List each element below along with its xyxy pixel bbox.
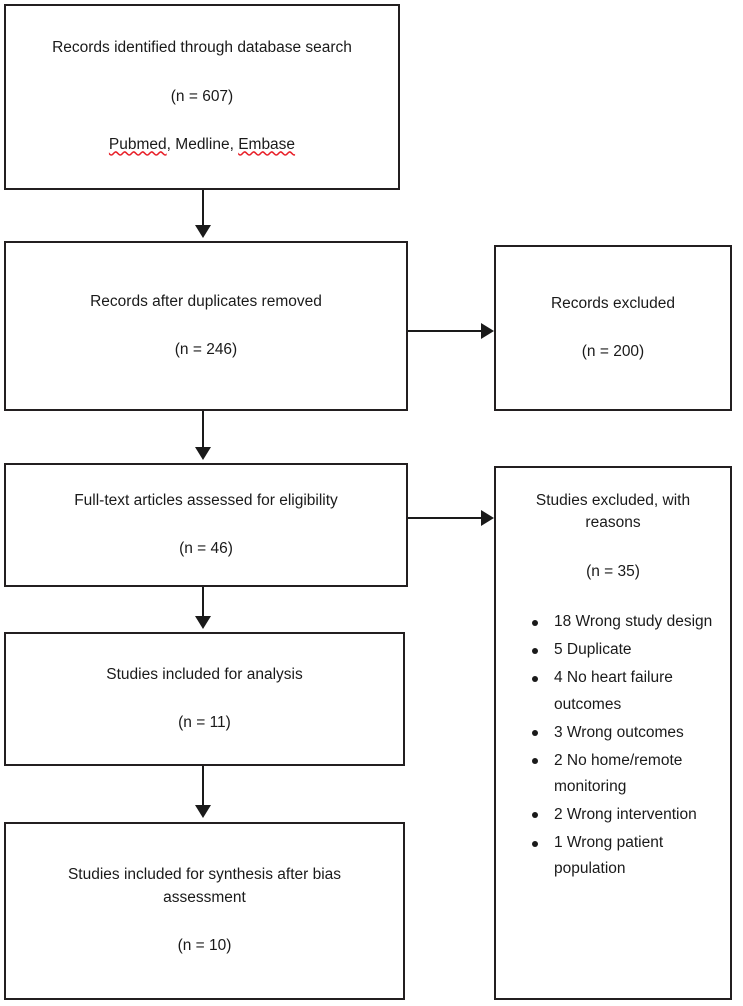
box-studies-excluded-reasons: Studies excluded, with reasons (n = 35) … — [494, 466, 732, 1000]
fulltext-assessed-title: Full-text articles assessed for eligibil… — [74, 491, 338, 509]
reason-text: 2 No home/remote monitoring — [554, 751, 683, 795]
box-studies-included-analysis: Studies included for analysis (n = 11) — [4, 632, 405, 766]
studies-excluded-count: (n = 35) — [586, 562, 640, 580]
box-fulltext-assessed: Full-text articles assessed for eligibil… — [4, 463, 408, 587]
connector-identified-to-duplicates — [202, 190, 204, 226]
bullet-icon — [532, 758, 538, 765]
included-synthesis-title-line2: assessment — [163, 888, 246, 906]
box-records-excluded: Records excluded (n = 200) — [494, 245, 732, 411]
reason-text: 1 Wrong patient population — [554, 833, 664, 877]
list-item: 1 Wrong patient population — [506, 830, 720, 882]
list-item: 18 Wrong study design — [506, 609, 720, 635]
records-identified-count: (n = 607) — [170, 87, 234, 105]
box-records-identified: Records identified through database sear… — [4, 4, 400, 190]
records-excluded-count: (n = 200) — [581, 343, 645, 360]
bullet-icon — [532, 730, 538, 737]
exclusion-reasons-list: 18 Wrong study design 5 Duplicate 4 No h… — [506, 609, 720, 883]
bullet-icon — [532, 676, 538, 683]
box-studies-included-synthesis: Studies included for synthesis after bia… — [4, 822, 405, 1000]
connector-duplicates-to-fulltext — [202, 411, 204, 448]
connector-duplicates-to-excluded — [408, 330, 482, 332]
included-analysis-title: Studies included for analysis — [106, 665, 303, 683]
source-embase: Embase — [238, 136, 296, 154]
studies-excluded-title-line1: Studies excluded, with — [535, 492, 691, 509]
studies-excluded-title-line2: reasons — [585, 514, 641, 532]
after-duplicates-count: (n = 246) — [174, 341, 238, 358]
arrow-fulltext-to-reasons — [481, 510, 494, 526]
reason-text: 4 No heart failure outcomes — [554, 669, 673, 713]
bullet-icon — [532, 620, 538, 627]
source-pubmed: Pubmed — [108, 136, 167, 154]
reason-text: 18 Wrong study design — [554, 613, 713, 631]
list-item: 4 No heart failure outcomes — [506, 665, 720, 717]
list-item: 2 Wrong intervention — [506, 802, 720, 828]
list-item: 5 Duplicate — [506, 637, 720, 663]
records-excluded-title: Records excluded — [550, 294, 676, 312]
fulltext-assessed-count: (n = 46) — [179, 540, 233, 557]
arrow-analysis-to-synthesis — [195, 805, 211, 818]
list-item: 3 Wrong outcomes — [506, 720, 720, 746]
included-synthesis-title-line1: Studies included for synthesis after bia… — [67, 866, 342, 884]
included-analysis-count: (n = 11) — [178, 714, 231, 731]
records-identified-title: Records identified through database sear… — [52, 39, 352, 57]
reason-text: 3 Wrong outcomes — [554, 723, 684, 741]
arrow-duplicates-to-excluded — [481, 323, 494, 339]
connector-fulltext-to-reasons — [408, 517, 482, 519]
arrow-duplicates-to-fulltext — [195, 447, 211, 460]
bullet-icon — [532, 840, 538, 847]
source-separator-2: , — [229, 136, 239, 154]
bullet-icon — [532, 812, 538, 819]
connector-analysis-to-synthesis — [202, 766, 204, 806]
arrow-fulltext-to-analysis — [195, 616, 211, 629]
list-item: 2 No home/remote monitoring — [506, 748, 720, 800]
connector-fulltext-to-analysis — [202, 587, 204, 617]
box-records-after-duplicates: Records after duplicates removed (n = 24… — [4, 241, 408, 411]
included-synthesis-count: (n = 10) — [177, 937, 232, 955]
source-separator-1: , — [166, 136, 176, 154]
reason-text: 2 Wrong intervention — [554, 805, 697, 823]
reason-text: 5 Duplicate — [554, 641, 632, 659]
after-duplicates-title: Records after duplicates removed — [90, 292, 322, 310]
arrow-identified-to-duplicates — [195, 225, 211, 238]
records-identified-sources: Pubmed, Medline, Embase — [16, 134, 388, 156]
bullet-icon — [532, 648, 538, 655]
source-medline: Medline — [175, 136, 230, 154]
